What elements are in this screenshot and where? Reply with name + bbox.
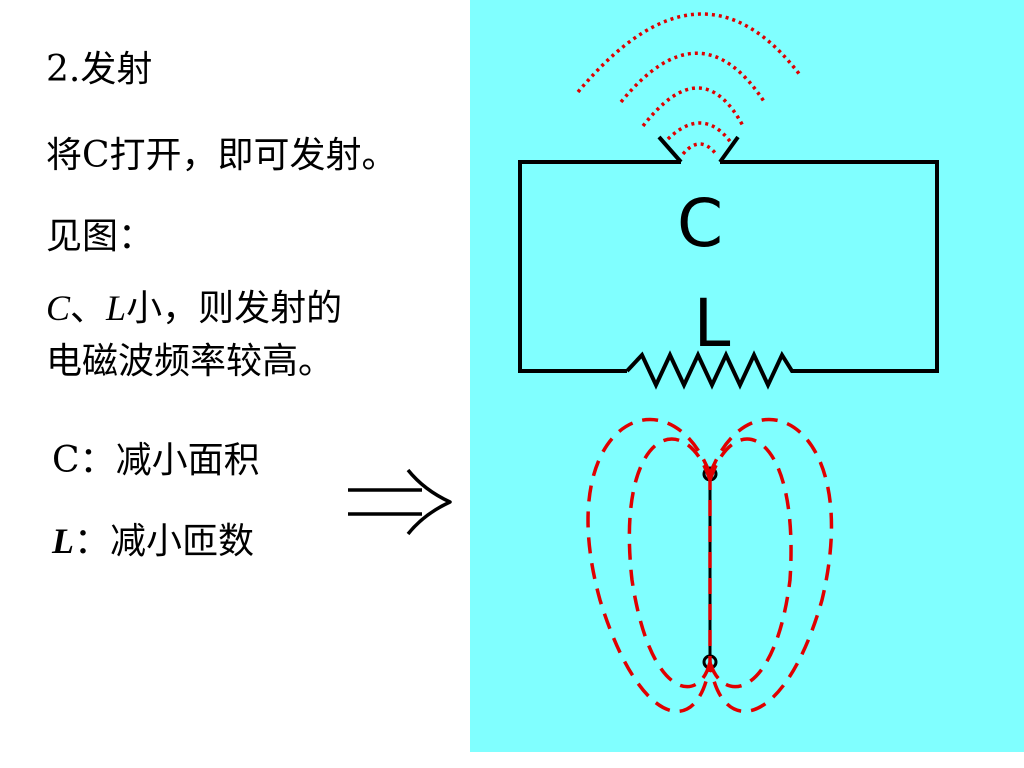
circuit-right-wire [720, 160, 939, 373]
wave-arc-1 [576, 12, 802, 94]
frequency-high-text: 电磁波频率较高。 [46, 341, 335, 382]
l-symbol: L [106, 288, 127, 328]
cl-small-text: C、L小，则发射的 [46, 290, 342, 327]
inductor-label: L [694, 285, 731, 362]
wave-arc-5 [681, 142, 718, 156]
c-reduce-text: 减小面积 [115, 440, 260, 481]
capacitor-plates-open [657, 135, 740, 164]
c-symbol: C [46, 288, 71, 328]
antenna-field-loops [586, 417, 834, 714]
c-reduce-line: C：减小面积 [52, 443, 260, 479]
section-title: 2.发射 [46, 49, 153, 90]
wave-arc-3 [641, 86, 745, 128]
l-reduce-label: L [52, 521, 74, 561]
field-loop-outer-left [586, 417, 712, 714]
wave-arc-2 [619, 51, 767, 104]
diagram-background [470, 0, 1024, 752]
c-reduce-colon: ： [79, 440, 116, 481]
see-figure-text: 见图： [46, 216, 155, 257]
field-loop-inner-right [708, 437, 793, 689]
implies-arrow-icon [348, 468, 452, 536]
field-loop-outer-right [708, 417, 834, 714]
radiated-waves [576, 12, 802, 156]
wave-arc-4 [661, 121, 734, 146]
open-capacitor-text: 将C打开，即可发射。 [46, 135, 398, 176]
l-reduce-line: L：减小匝数 [52, 523, 254, 560]
separator: 、 [70, 288, 107, 329]
capacitor-label: C [677, 185, 723, 262]
oscillator-diagram: C L [470, 0, 1024, 752]
circuit-left-wire [518, 160, 681, 373]
cl-small-rest: 小，则发射的 [126, 288, 343, 329]
l-reduce-colon: ： [74, 521, 111, 562]
lc-circuit [518, 135, 939, 390]
field-loop-inner-left [627, 437, 712, 689]
c-reduce-label: C [52, 440, 80, 481]
l-reduce-text: 减小匝数 [110, 521, 255, 562]
inductor-coil [625, 350, 802, 390]
